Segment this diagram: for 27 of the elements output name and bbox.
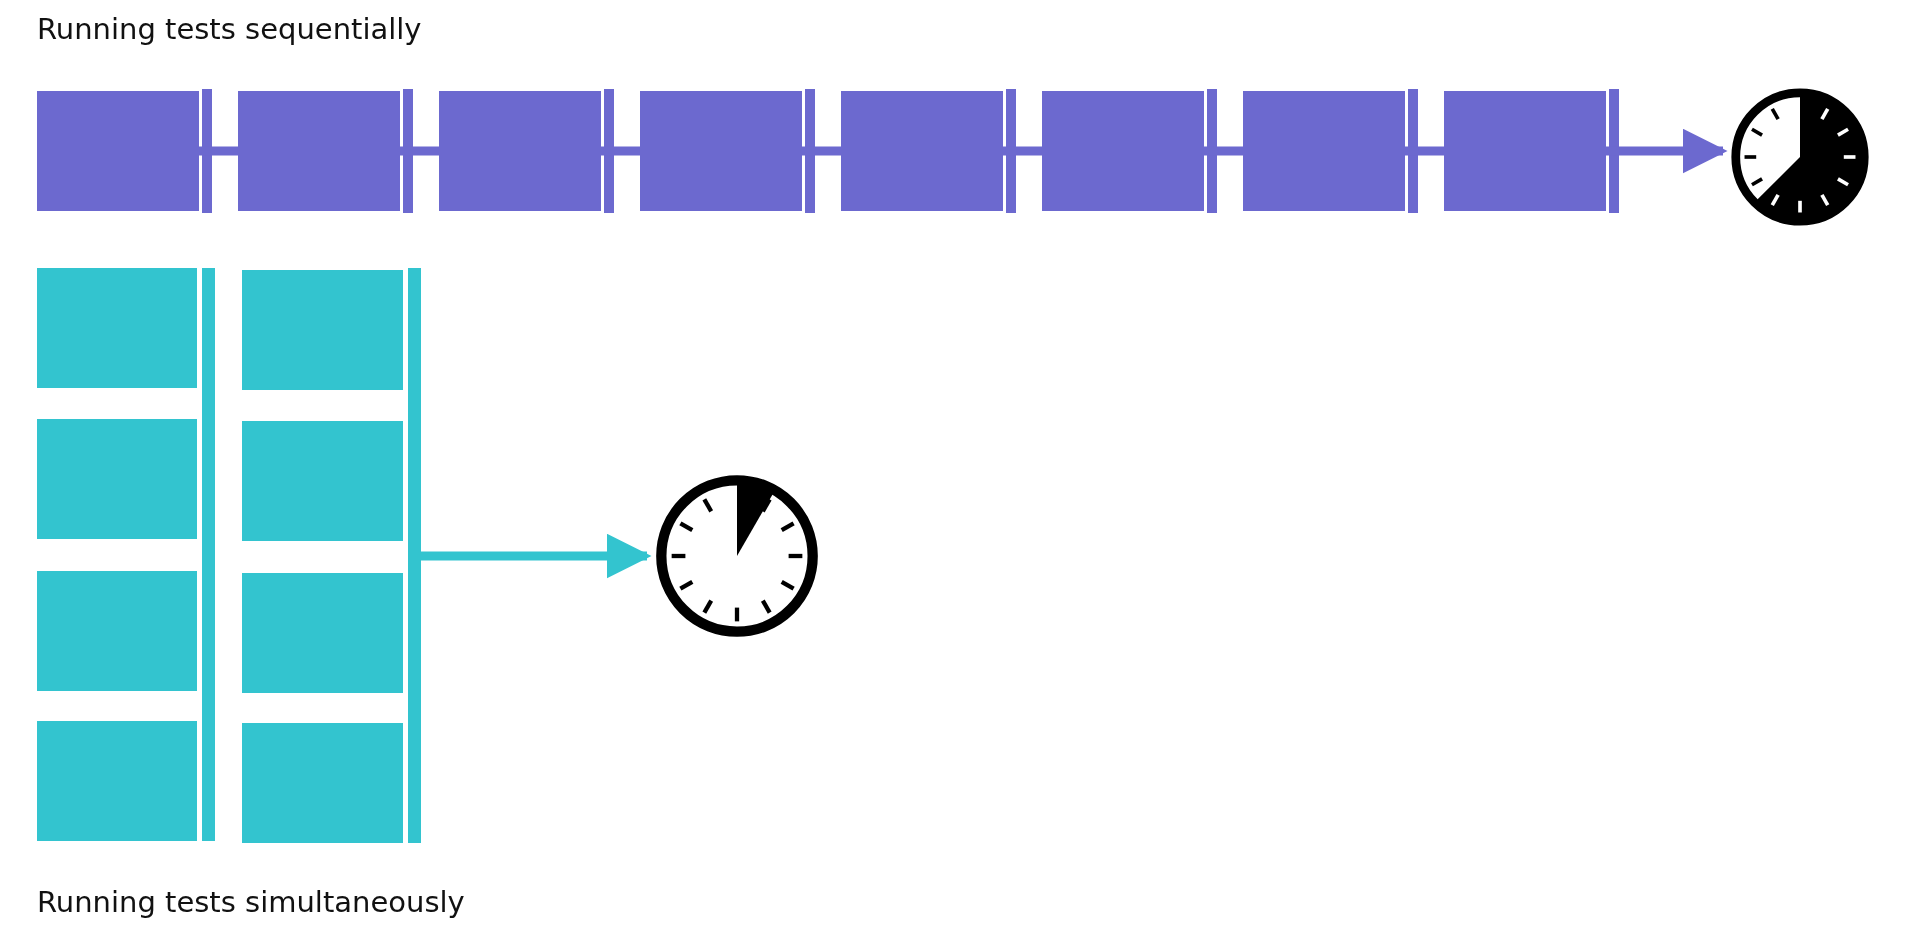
section-heading: Running tests sequentially (37, 12, 422, 46)
test-block (37, 571, 197, 691)
test-block (439, 91, 601, 211)
section-heading: Running tests simultaneously (37, 885, 465, 919)
test-block (841, 91, 1003, 211)
connector-line (1204, 146, 1243, 156)
test-block (242, 573, 403, 693)
connector-line (1405, 146, 1444, 156)
arrow (1606, 128, 1728, 174)
test-block (238, 91, 400, 211)
test-block (1243, 91, 1405, 211)
arrow (421, 533, 652, 579)
test-block (242, 270, 403, 390)
test-block (242, 421, 403, 541)
test-block (640, 91, 802, 211)
connector-line (400, 146, 439, 156)
connector-line (601, 146, 640, 156)
test-block (37, 419, 197, 539)
connector-line (802, 146, 841, 156)
test-block (37, 91, 199, 211)
test-block (37, 721, 197, 841)
connector-line (199, 146, 238, 156)
test-block (1444, 91, 1606, 211)
connector-line (1003, 146, 1042, 156)
test-block (1042, 91, 1204, 211)
test-block (242, 723, 403, 843)
test-block (37, 268, 197, 388)
